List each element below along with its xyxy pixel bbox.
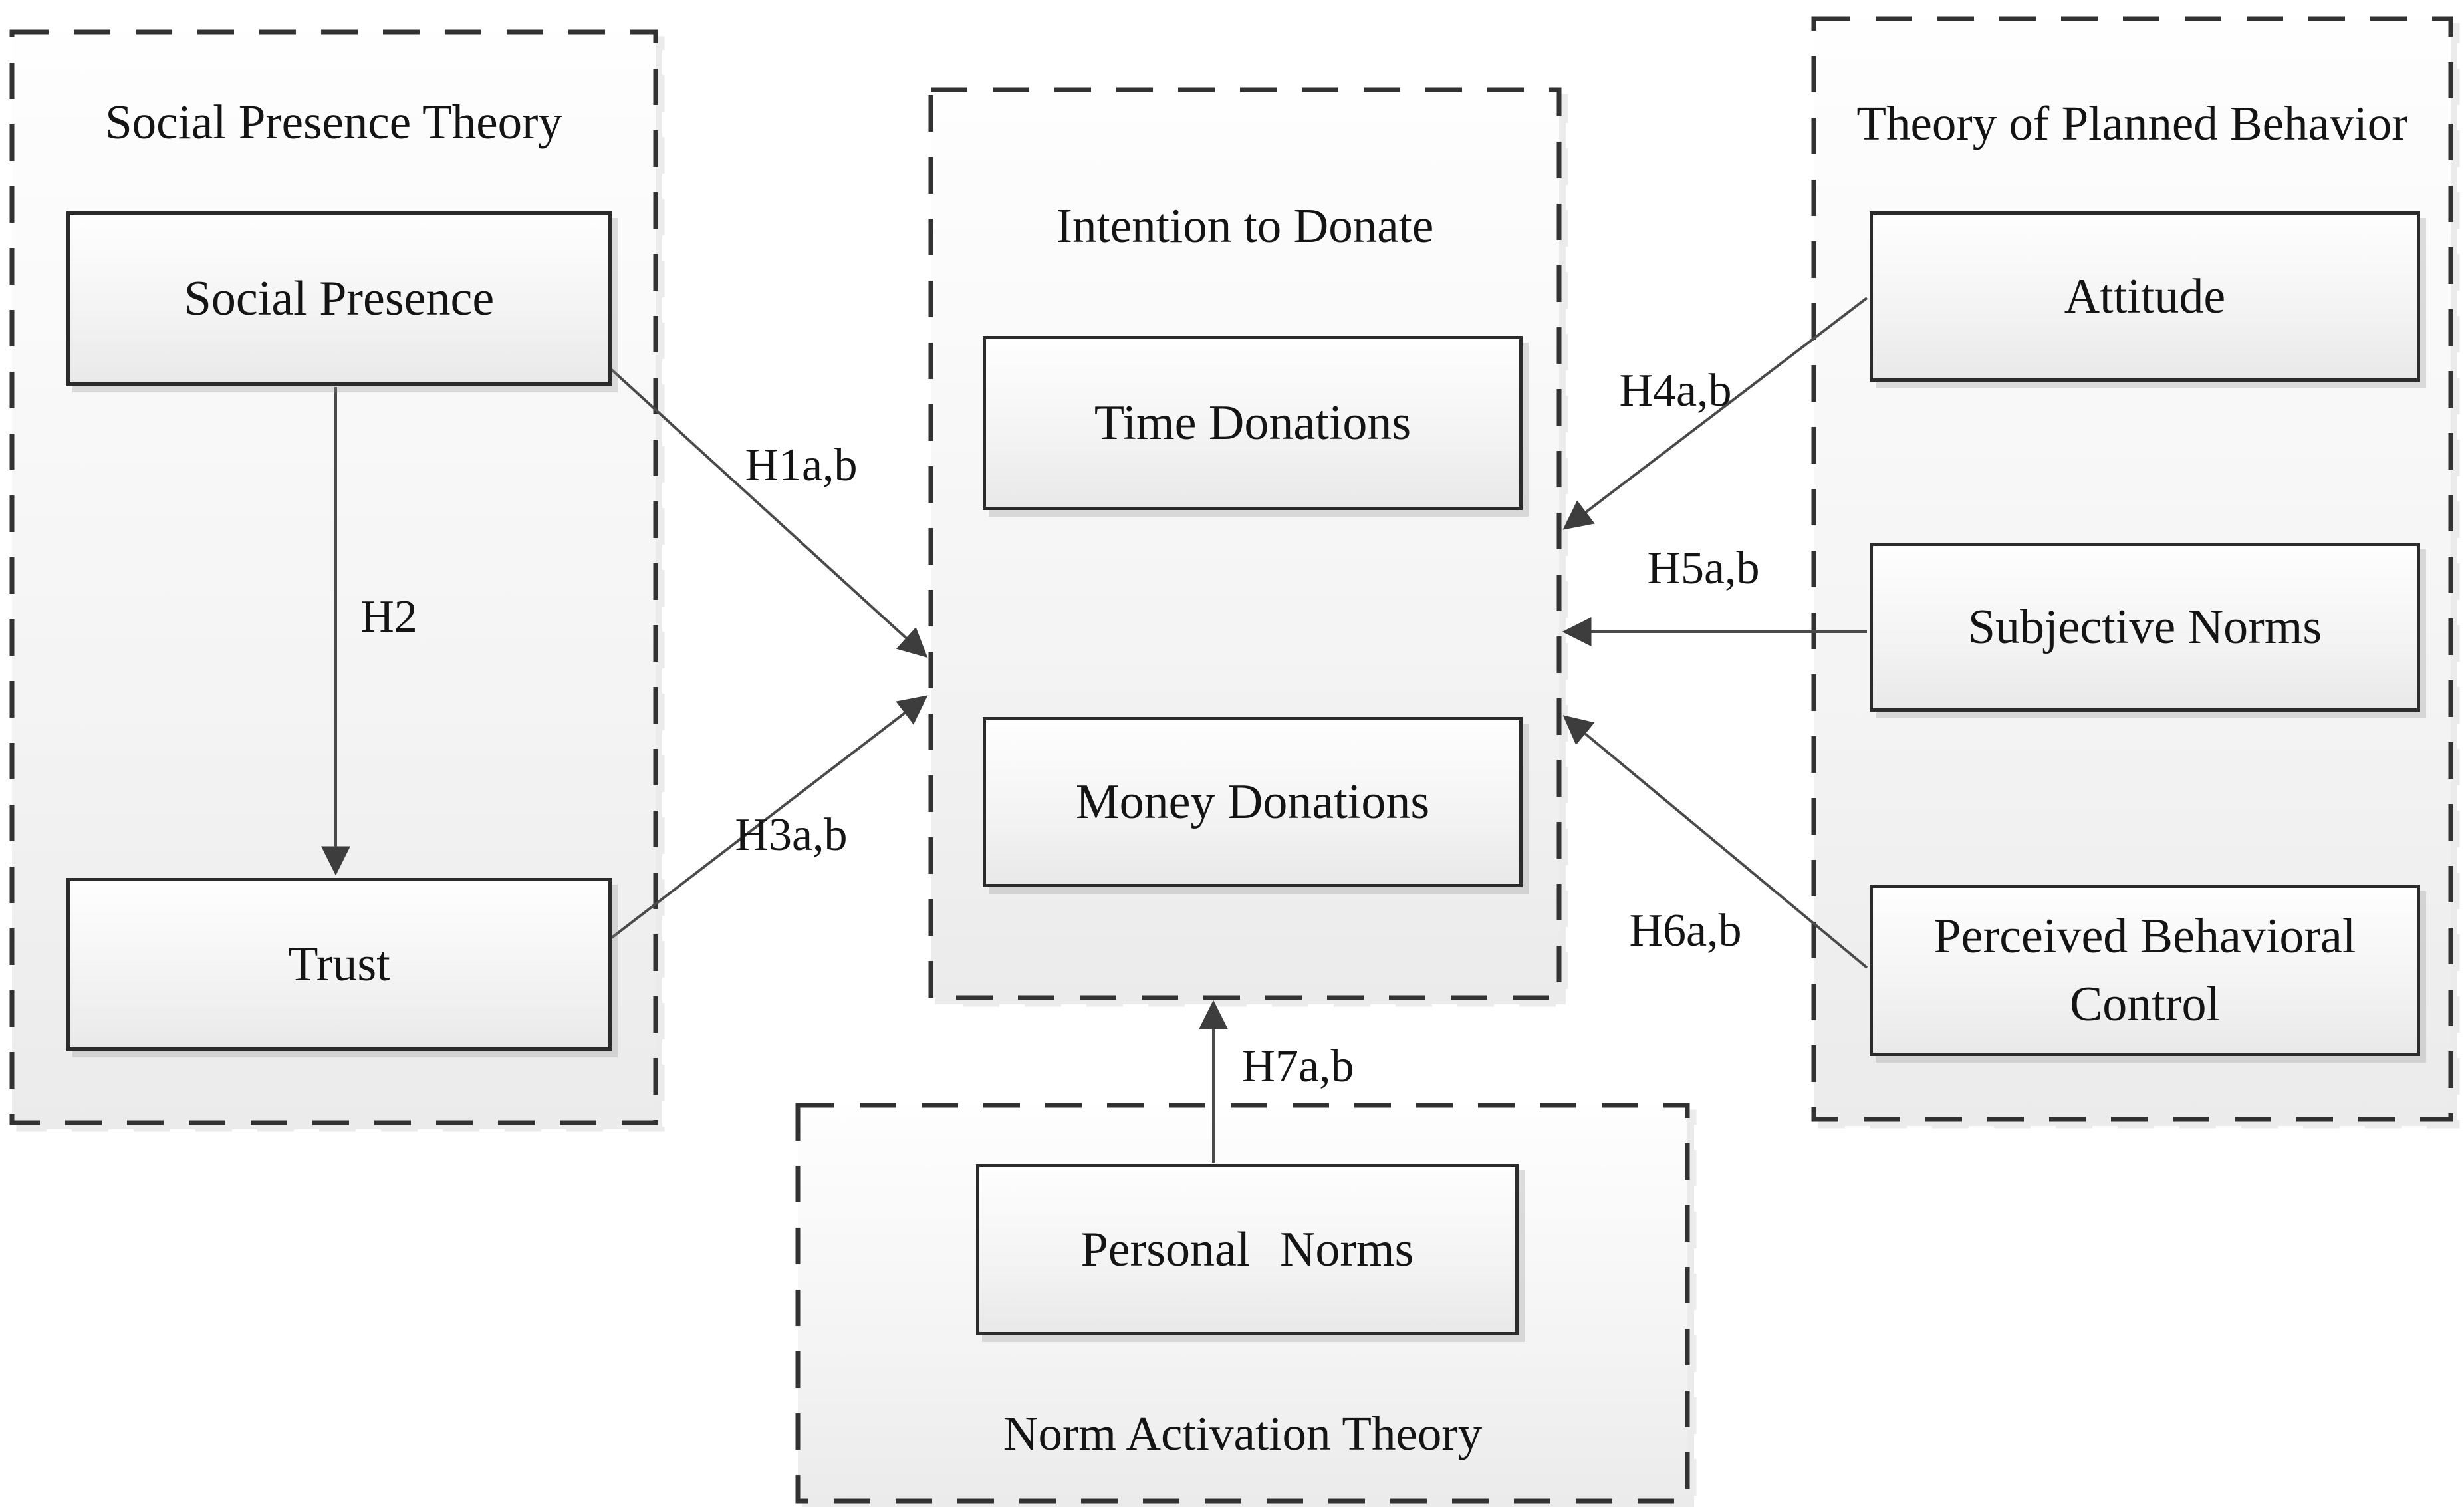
group-title-theory-of-planned-behavior: Theory of Planned Behavior	[1856, 96, 2408, 150]
hypothesis-label-h7: H7a,b	[1241, 1041, 1354, 1092]
arrow-h3	[610, 695, 928, 939]
hypothesis-label-h5: H5a,b	[1647, 543, 1760, 594]
arrow-h6	[1562, 715, 1868, 969]
hypothesis-label-h1: H1a,b	[745, 440, 858, 491]
hypothesis-label-h4: H4a,b	[1619, 365, 1732, 416]
construct-box-subjective-norms: Subjective Norms	[1870, 543, 2420, 712]
construct-box-attitude: Attitude	[1870, 211, 2420, 382]
group-title-intention-to-donate: Intention to Donate	[1056, 199, 1434, 253]
construct-box-money-donations: Money Donations	[983, 717, 1523, 887]
group-title-social-presence-theory: Social Presence Theory	[105, 95, 562, 149]
arrow-h1	[610, 368, 928, 658]
construct-box-trust: Trust	[66, 878, 612, 1051]
construct-box-social-presence: Social Presence	[66, 211, 612, 386]
hypothesis-label-h2: H2	[360, 591, 418, 642]
group-title-norm-activation-theory: Norm Activation Theory	[1003, 1407, 1483, 1460]
arrow-h4	[1562, 297, 1868, 530]
construct-box-perceived-behavioral-control: Perceived Behavioral Control	[1870, 885, 2420, 1056]
hypothesis-label-h6: H6a,b	[1629, 905, 1742, 956]
construct-box-personal-norms: Personal Norms	[976, 1164, 1519, 1335]
hypothesis-label-h3: H3a,b	[735, 809, 848, 861]
construct-box-time-donations: Time Donations	[983, 336, 1523, 510]
